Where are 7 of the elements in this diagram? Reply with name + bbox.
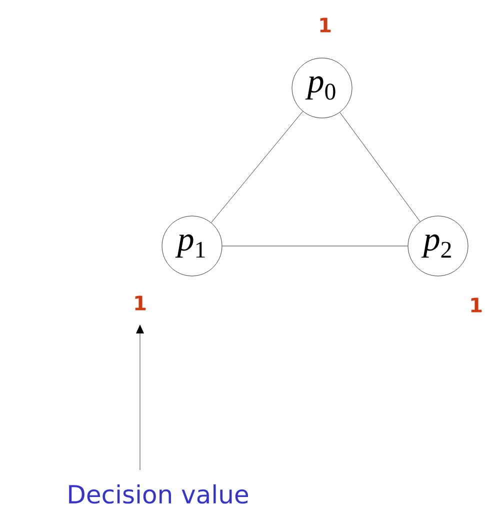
connector-line [340, 112, 420, 222]
decision-value: 1 [135, 296, 146, 310]
decision-value: 1 [471, 298, 482, 312]
arrow [136, 324, 144, 470]
connector-line [211, 111, 304, 223]
decision-value: 1 [320, 18, 331, 32]
note-text: Decision value [69, 484, 248, 504]
